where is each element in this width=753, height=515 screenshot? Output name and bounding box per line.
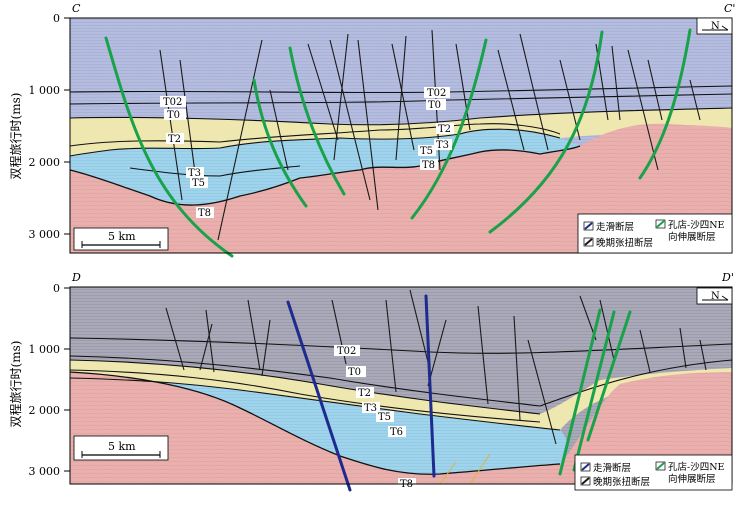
y-tick-label: 0 bbox=[53, 282, 60, 295]
y-tick-label: 1 000 bbox=[29, 84, 61, 97]
top-y-axis bbox=[64, 17, 70, 235]
svg-text:走滑断层: 走滑断层 bbox=[593, 462, 631, 474]
scale-bar: 5 km bbox=[73, 227, 169, 251]
y-tick-label: 0 bbox=[53, 12, 60, 25]
bottom-y-axis bbox=[64, 287, 70, 472]
y-tick-label: 2 000 bbox=[29, 156, 61, 169]
horizon-label: T2 bbox=[168, 134, 181, 145]
horizon-label: T8 bbox=[422, 160, 435, 171]
y-tick-label: 3 000 bbox=[29, 228, 61, 241]
y-tick-label: 1 000 bbox=[29, 343, 61, 356]
section-start-label: D bbox=[71, 271, 81, 284]
section-end-label: C' bbox=[724, 2, 735, 15]
section-end-label: D' bbox=[721, 271, 734, 284]
y-tick-label: 2 000 bbox=[29, 404, 61, 417]
svg-text:5 km: 5 km bbox=[108, 440, 136, 453]
bottom-legend: 走滑断层 晚期张扭断层 孔店-沙四NE 向伸展断层 bbox=[574, 454, 733, 491]
horizon-label: T5 bbox=[192, 178, 205, 189]
svg-text:走滑断层: 走滑断层 bbox=[596, 221, 634, 233]
panel-top: T02 T0 T2 T3 T5 T8 T02 T0 T2 T3 T5 T8 bbox=[8, 2, 735, 258]
svg-text:向伸展断层: 向伸展断层 bbox=[668, 473, 716, 485]
svg-text:晚期张扭断层: 晚期张扭断层 bbox=[596, 237, 653, 249]
svg-text:孔店-沙四NE: 孔店-沙四NE bbox=[668, 461, 725, 473]
horizon-label: T0 bbox=[167, 110, 180, 121]
horizon-label: T02 bbox=[427, 88, 446, 99]
bottom-frame bbox=[69, 286, 733, 485]
horizon-label: T5 bbox=[420, 146, 433, 157]
bottom-strike-slip-faults bbox=[286, 294, 436, 492]
bottom-kongdian-faults bbox=[558, 308, 632, 476]
svg-text:N: N bbox=[711, 21, 720, 32]
north-arrow-icon: N bbox=[696, 287, 733, 305]
horizon-label: T2 bbox=[358, 388, 371, 399]
horizon-label: T0 bbox=[348, 367, 361, 378]
horizon-label: T2 bbox=[438, 124, 451, 135]
svg-text:晚期张扭断层: 晚期张扭断层 bbox=[593, 476, 650, 488]
section-start-label: C bbox=[72, 2, 81, 15]
top-frame bbox=[69, 17, 733, 254]
bottom-yellow-unit bbox=[70, 360, 732, 430]
panel-bottom: T02 T0 T2 T3 T5 T6 T8 0 1 000 2 000 3 00… bbox=[8, 271, 734, 492]
horizon-label: T3 bbox=[364, 403, 377, 414]
y-tick-label: 3 000 bbox=[29, 465, 61, 478]
horizon-label: T02 bbox=[337, 346, 356, 357]
horizon-label: T3 bbox=[436, 140, 449, 151]
bottom-extension-faults bbox=[165, 289, 707, 445]
horizon-label: T0 bbox=[428, 100, 441, 111]
y-axis-title: 双程旅行时(ms) bbox=[8, 93, 23, 180]
svg-text:N: N bbox=[711, 291, 720, 302]
horizon-label: T02 bbox=[163, 97, 182, 108]
top-extension-faults bbox=[159, 29, 701, 241]
svg-text:孔店-沙四NE: 孔店-沙四NE bbox=[668, 219, 725, 231]
svg-text:向伸展断层: 向伸展断层 bbox=[668, 231, 716, 243]
north-arrow-icon: N bbox=[696, 17, 733, 35]
horizon-label: T8 bbox=[198, 208, 211, 219]
y-axis-title: 双程旅行时(ms) bbox=[8, 341, 23, 428]
top-kongdian-faults bbox=[104, 28, 692, 258]
top-horizon-labels: T02 T0 T2 T3 T5 T8 T02 T0 T2 T3 T5 T8 bbox=[160, 87, 454, 219]
svg-text:5 km: 5 km bbox=[108, 230, 136, 243]
horizon-label: T5 bbox=[378, 412, 391, 423]
horizon-label: T3 bbox=[188, 168, 201, 179]
horizon-label: T6 bbox=[390, 427, 403, 438]
top-legend: 走滑断层 晚期张扭断层 孔店-沙四NE 向伸展断层 bbox=[577, 213, 733, 254]
scale-bar: 5 km bbox=[73, 435, 169, 461]
bottom-minor-faults bbox=[439, 453, 491, 485]
